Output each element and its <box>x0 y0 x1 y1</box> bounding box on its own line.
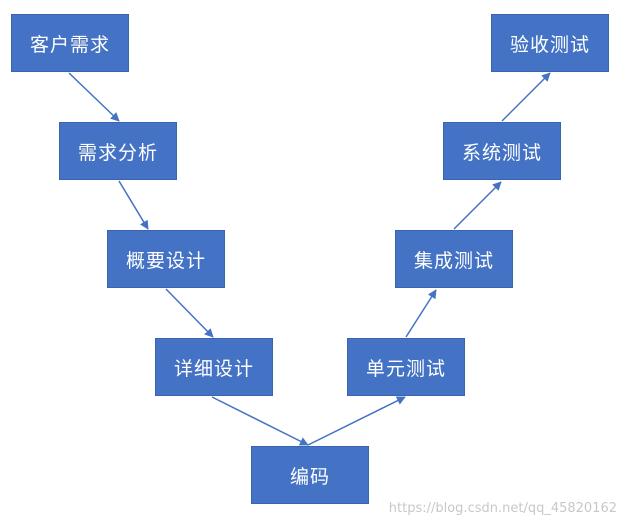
arrow-customer-requirements-to-requirements-analysis <box>68 72 120 122</box>
arrow-unit-test-to-integration-test <box>405 289 437 338</box>
node-detailed-design: 详细设计 <box>155 338 273 396</box>
node-coding: 编码 <box>251 446 369 504</box>
node-acceptance-test: 验收测试 <box>491 14 609 72</box>
node-integration-test: 集成测试 <box>395 230 513 288</box>
watermark: https://blog.csdn.net/qq_45820162 <box>388 501 617 516</box>
node-outline-design: 概要设计 <box>107 230 225 288</box>
arrow-detailed-design-to-coding <box>211 396 309 446</box>
arrow-coding-to-unit-test <box>307 396 406 446</box>
node-customer-requirements: 客户需求 <box>11 14 129 72</box>
arrow-outline-design-to-detailed-design <box>165 288 214 338</box>
node-unit-test: 单元测试 <box>347 338 465 396</box>
arrow-requirements-analysis-to-outline-design <box>118 180 149 230</box>
arrow-integration-test-to-system-test <box>453 181 502 230</box>
node-system-test: 系统测试 <box>443 122 561 180</box>
arrow-system-test-to-acceptance-test <box>501 72 551 122</box>
node-requirements-analysis: 需求分析 <box>59 122 177 180</box>
